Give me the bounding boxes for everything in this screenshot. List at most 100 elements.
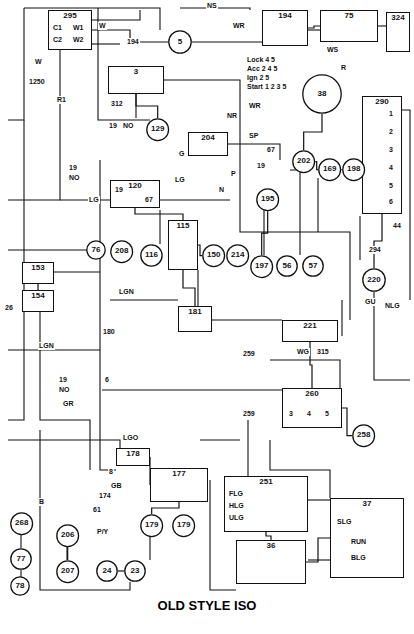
component-circle: 179 [172, 514, 195, 537]
callout-number: 214 [230, 250, 245, 261]
circle-outline [251, 256, 273, 278]
callout-number: 295 [62, 11, 77, 22]
circle-outline [111, 241, 133, 263]
callout-number: 178 [125, 449, 140, 460]
callout-number: 206 [60, 530, 75, 541]
callout-number: 19 [114, 186, 124, 194]
wire-connector [183, 270, 195, 306]
wire-color-code: R [340, 64, 347, 72]
switch-position-table: Ign 2 5 [246, 74, 270, 82]
callout-number: 19 [58, 376, 68, 384]
wire [102, 389, 300, 390]
callout-number: 23 [130, 566, 141, 577]
wire-connector [118, 570, 124, 571]
callout-number: 19 [256, 162, 266, 170]
wire-color-code: LGN [38, 342, 55, 350]
wire [308, 559, 330, 560]
wire-color-code: LG [88, 196, 100, 204]
wire-connector [374, 214, 382, 268]
wire-color-code: NR [226, 112, 238, 120]
component-circle: 129 [146, 118, 169, 141]
callout-number: 78 [15, 581, 26, 592]
wire [92, 43, 120, 44]
component-circle: 220 [362, 268, 386, 292]
circle-outline [11, 513, 33, 535]
callout-number: 19 [108, 122, 118, 130]
callout-number: 179 [144, 520, 159, 531]
callout-number: 4 [388, 164, 394, 172]
wire-color-code: WG [296, 348, 310, 356]
wire-color-code: NO [122, 122, 135, 130]
circle-outline [293, 151, 315, 173]
callout-number: 44 [392, 222, 402, 230]
callout-number: 61 [92, 506, 102, 514]
callout-number: 177 [171, 469, 186, 480]
callout-number: 2 [388, 128, 394, 136]
callout-number: 37 [362, 499, 373, 510]
switch-position-table: Lock 4 5 [246, 56, 276, 64]
circle-outline [147, 119, 169, 141]
caption: OLD STYLE ISO [0, 598, 414, 613]
wire [54, 271, 100, 272]
wire [197, 270, 198, 306]
component-box: 36 [236, 540, 306, 584]
circle-outline [303, 256, 323, 276]
callout-number: 77 [16, 554, 27, 565]
wire [8, 8, 24, 120]
callout-number: 36 [266, 541, 277, 552]
wire [8, 440, 120, 450]
wire [212, 319, 282, 320]
circle-outline [257, 189, 279, 211]
component-box: 120 [110, 180, 160, 208]
callout-number: 57 [308, 261, 319, 272]
callout-number: 24 [102, 566, 113, 577]
wire [8, 50, 60, 200]
wire-color-code: ULG [228, 514, 245, 522]
component-circle: 208 [110, 240, 133, 263]
wire-color-code: RUN [350, 538, 367, 546]
circle-outline [11, 549, 31, 569]
wire-color-code: WS [326, 46, 339, 54]
callout-number: 220 [366, 275, 381, 286]
wire [98, 8, 150, 120]
circle-outline [319, 159, 341, 181]
wire-color-code: C2 [52, 36, 63, 44]
wire-connector [306, 538, 330, 562]
component-circle: 268 [10, 512, 33, 535]
callout-number: 194 [277, 11, 292, 22]
wire [8, 249, 90, 250]
circle-outline [87, 241, 105, 259]
callout-number: 268 [14, 518, 29, 529]
callout-number: 6 [388, 198, 394, 206]
wire-color-code: GU [364, 298, 377, 306]
component-box: 181 [178, 306, 212, 332]
wire-connector [310, 342, 312, 388]
wire-color-code: NLG [384, 302, 401, 310]
wire-color-code: B [38, 498, 45, 506]
circle-outline [141, 245, 162, 266]
circle-outline [97, 561, 117, 581]
callout-number: 154 [30, 291, 45, 302]
callout-number: 8 [108, 468, 114, 476]
component-circle: 5 [168, 30, 192, 54]
callout-number: 179 [176, 520, 191, 531]
callout-number: 120 [127, 181, 142, 192]
component-circle: 77 [10, 548, 32, 570]
circle-outline [125, 561, 145, 581]
callout-number: 251 [258, 477, 273, 488]
wire [341, 300, 342, 336]
callout-number: 174 [98, 492, 112, 500]
callout-number: 194 [126, 38, 140, 46]
wire-color-code: LGO [122, 434, 139, 442]
component-box: 221 [282, 320, 338, 342]
circle-outline [277, 256, 297, 276]
callout-number: 204 [200, 133, 215, 144]
wire-connector [262, 211, 268, 255]
wire [240, 180, 350, 320]
wire [270, 360, 340, 388]
callout-number: 207 [60, 566, 75, 577]
callout-number: 5 [388, 182, 394, 190]
component-box: 178 [116, 448, 150, 466]
wire [263, 208, 264, 255]
wire [192, 41, 262, 42]
